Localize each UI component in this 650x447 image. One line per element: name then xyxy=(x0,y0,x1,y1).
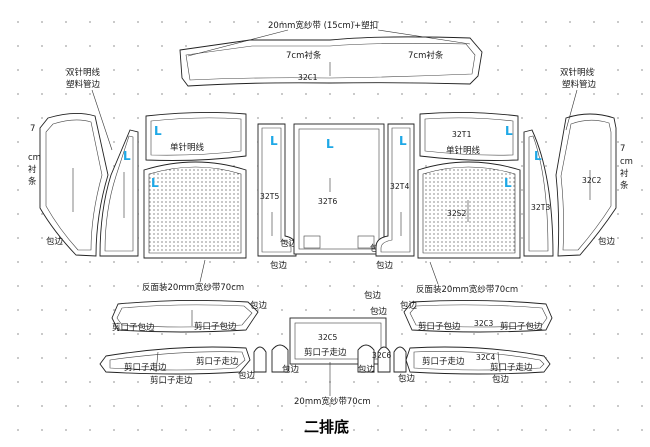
edge-label: 包边 xyxy=(270,260,288,271)
code-32c4: 32C4 xyxy=(476,353,495,362)
bottom-left-lower-piece xyxy=(99,346,251,375)
edge-label: 包边 xyxy=(364,290,382,301)
left-liner-tiao: 条 xyxy=(28,176,37,187)
left-outer-piece xyxy=(39,113,109,257)
marker-l: L xyxy=(399,134,407,148)
right-note-line2: 塑料管边 xyxy=(562,79,597,90)
piece-32c3 xyxy=(403,299,553,333)
right-outer-piece xyxy=(555,113,617,257)
marker-l: L xyxy=(505,124,513,138)
back-band-right: 反面装20mm宽纱带70cm xyxy=(416,284,518,295)
code-32s2: 32S2 xyxy=(447,209,466,218)
edge-label: 包边 xyxy=(358,364,376,375)
cut-walk-label: 剪口子走边 xyxy=(150,375,193,386)
small-arch-piece xyxy=(357,344,407,373)
right-liner-tiao: 条 xyxy=(620,180,629,191)
edge-label: 包边 xyxy=(370,306,388,317)
single-stitch-right: 单针明线 xyxy=(446,145,481,156)
diagram-title: 二排底 xyxy=(304,418,349,436)
edge-label: 包边 xyxy=(282,364,300,375)
piece-32c4 xyxy=(405,346,551,375)
band-label: 20mm宽纱带 (15cm)+塑扣 xyxy=(268,20,378,31)
edge-label: 包边 xyxy=(280,238,298,249)
cut-walk-label: 剪口子走边 xyxy=(304,347,347,358)
left-liner-chen: 衬 xyxy=(28,164,37,175)
marker-l: L xyxy=(504,176,512,190)
right-narrow-piece xyxy=(523,129,554,257)
code-32c7: 32C6 xyxy=(372,351,391,360)
single-stitch-left: 单针明线 xyxy=(170,142,205,153)
piece-32t6 xyxy=(293,123,385,255)
left-narrow-piece xyxy=(99,129,139,257)
code-32c1: 32C1 xyxy=(298,73,317,82)
edge-label: 包边 xyxy=(376,260,394,271)
right-liner-chen: 衬 xyxy=(620,168,629,179)
edge-label: 包边 xyxy=(400,300,418,311)
left-note-line2: 塑料管边 xyxy=(66,79,101,90)
cut-edge-label: 剪口子包边 xyxy=(112,322,155,333)
cut-edge-label: 剪口子包边 xyxy=(418,321,461,332)
right-upper-piece xyxy=(419,111,519,161)
marker-l: L xyxy=(123,149,131,163)
edge-label: 包边 xyxy=(238,370,256,381)
marker-l: L xyxy=(326,137,334,151)
bottom-band-label: 20mm宽纱带70cm xyxy=(294,396,371,407)
code-32c5: 32C5 xyxy=(318,333,337,342)
right-note-line1: 双针明线 xyxy=(560,67,595,78)
right-liner-cm: cm xyxy=(620,157,633,167)
right-edge-label: 包边 xyxy=(598,236,616,247)
piece-32t4 xyxy=(375,123,415,257)
left-upper-piece xyxy=(145,111,247,161)
code-32t1: 32T1 xyxy=(452,130,471,139)
cut-walk-label: 剪口子走边 xyxy=(422,356,465,367)
cut-walk-label: 剪口子走边 xyxy=(196,356,239,367)
code-32c3: 32C3 xyxy=(474,319,493,328)
marker-l: L xyxy=(151,176,159,190)
code-32c2: 32C2 xyxy=(582,176,601,185)
right-dotted-piece xyxy=(417,161,521,259)
code-32t6: 32T6 xyxy=(318,197,337,206)
cut-edge-label: 剪口子包边 xyxy=(194,321,237,332)
marker-l: L xyxy=(270,134,278,148)
left-liner-7: 7 xyxy=(30,124,35,134)
right-liner-7: 7 xyxy=(620,144,625,154)
cut-walk-label: 剪口子走边 xyxy=(490,362,533,373)
liner-left-label: 7cm衬条 xyxy=(286,50,322,61)
top-panel-32c1 xyxy=(179,29,483,87)
edge-label: 包边 xyxy=(398,373,416,384)
left-note-line1: 双针明线 xyxy=(66,67,101,78)
edge-label: 包边 xyxy=(250,300,268,311)
liner-right-label: 7cm衬条 xyxy=(408,50,444,61)
back-band-left: 反面装20mm宽纱带70cm xyxy=(142,282,244,293)
left-liner-cm: cm xyxy=(28,153,41,163)
small-arch-piece xyxy=(253,344,289,373)
code-32t5: 32T5 xyxy=(260,192,279,201)
marker-l: L xyxy=(534,149,542,163)
code-32t4: 32T4 xyxy=(390,182,409,191)
marker-l: L xyxy=(154,124,162,138)
bottom-left-upper-piece xyxy=(111,299,259,333)
cut-walk-label: 剪口子走边 xyxy=(124,362,167,373)
left-edge-label: 包边 xyxy=(46,236,64,247)
cut-edge-label: 剪口子包边 xyxy=(500,321,543,332)
left-dotted-piece xyxy=(143,161,247,259)
code-32t3: 32T3 xyxy=(531,203,550,212)
edge-label: 包边 xyxy=(492,374,510,385)
